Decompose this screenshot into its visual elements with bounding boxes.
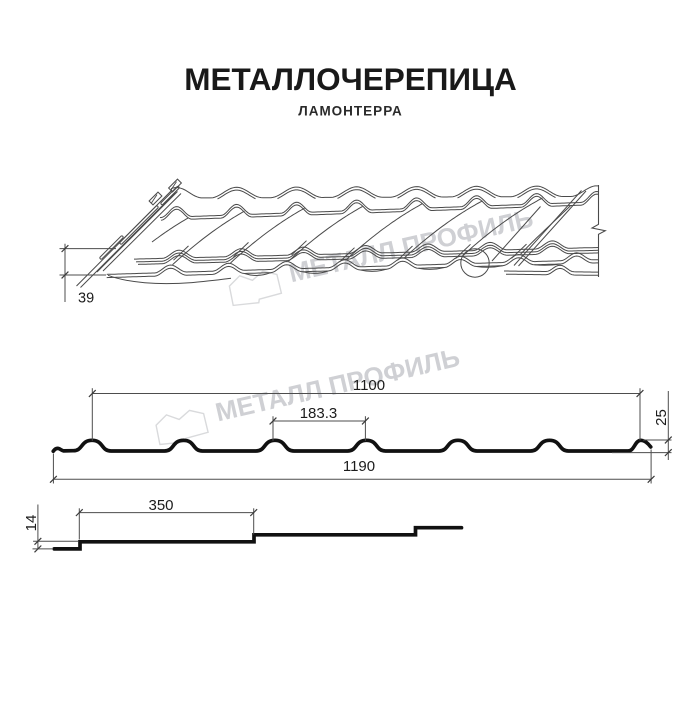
svg-text:МЕТАЛЛ ПРОФИЛЬ: МЕТАЛЛ ПРОФИЛЬ [213,342,463,427]
svg-text:25: 25 [653,409,670,426]
svg-text:1100: 1100 [353,377,385,394]
svg-text:ЛАМОНТЕРРА: ЛАМОНТЕРРА [298,103,403,118]
svg-text:350: 350 [148,497,173,514]
svg-text:МЕТАЛЛОЧЕРЕПИЦА: МЕТАЛЛОЧЕРЕПИЦА [184,61,517,97]
svg-text:1190: 1190 [343,458,375,475]
svg-text:14: 14 [23,515,40,532]
svg-text:39: 39 [78,291,94,307]
svg-text:183.3: 183.3 [300,405,338,422]
